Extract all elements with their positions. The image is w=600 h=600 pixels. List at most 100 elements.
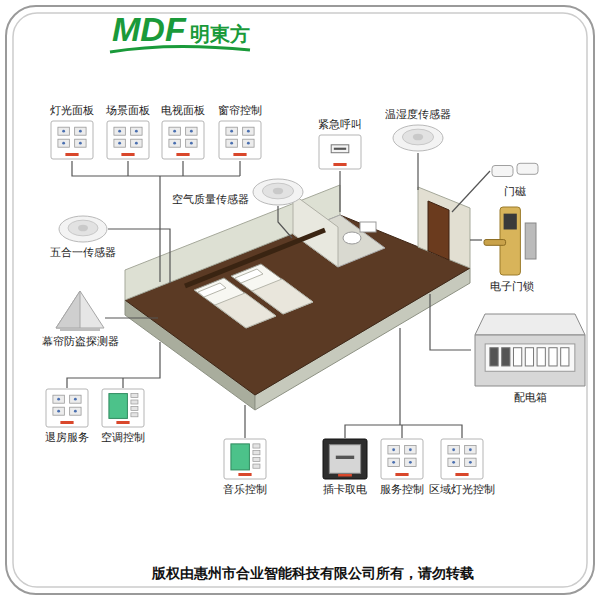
- button-dot: [230, 130, 233, 133]
- panel-frame: [162, 121, 204, 159]
- device-label: 紧急呼叫: [318, 118, 362, 131]
- button-dot: [247, 142, 250, 145]
- wire: [67, 342, 160, 388]
- panel-frame: [319, 135, 361, 169]
- call-mark: [334, 148, 346, 150]
- button-dot: [62, 130, 65, 133]
- side-button: [253, 457, 260, 461]
- sensor-icon: [58, 215, 108, 243]
- panel-button: [243, 127, 254, 135]
- device-label: 退房服务: [45, 431, 89, 444]
- sensor-rim: [402, 129, 433, 145]
- tri-icon: [55, 290, 105, 332]
- panel-frame: [381, 439, 423, 479]
- call-button: [331, 145, 349, 153]
- device-node: 门磁: [490, 160, 540, 198]
- device-node: 窗帘控制: [218, 104, 262, 160]
- device-node: 空气质量传感器: [172, 178, 304, 206]
- sensor-rim: [68, 220, 98, 236]
- panel-button: [131, 139, 142, 147]
- button-dot: [62, 142, 65, 145]
- card-reader: [504, 214, 517, 230]
- panel-icon: [380, 438, 424, 480]
- wire: [105, 317, 158, 318]
- card-slot: [336, 456, 354, 459]
- lcd-icon: [101, 388, 145, 428]
- button-dot: [452, 448, 455, 451]
- panel-button: [243, 139, 254, 147]
- side-button: [253, 451, 260, 455]
- button-dot: [190, 142, 193, 145]
- button-dot: [469, 461, 472, 464]
- device-node: 紧急呼叫: [318, 118, 362, 170]
- panel-frame: [51, 121, 93, 159]
- panel-icon: [50, 120, 94, 160]
- logo-text: MDF: [112, 12, 186, 46]
- side-button: [253, 444, 260, 448]
- device-node: 配电箱: [471, 312, 589, 404]
- device-label: 五合一传感器: [50, 246, 116, 259]
- panel-button: [70, 395, 81, 403]
- card-frame: [323, 439, 367, 479]
- door-wall: [418, 187, 470, 268]
- panel-frame: [102, 389, 144, 427]
- indicator-bar: [395, 473, 408, 476]
- sensor-eye: [78, 225, 88, 232]
- device-node: 区域灯光控制: [429, 438, 495, 496]
- panel-frame: [46, 389, 88, 427]
- detector-body: [56, 291, 104, 328]
- breaker-rail: [485, 344, 575, 371]
- device-node: 五合一传感器: [50, 215, 116, 259]
- breaker: [561, 348, 569, 366]
- box-lid: [475, 314, 585, 335]
- panel-button: [58, 127, 69, 135]
- wire: [430, 294, 471, 350]
- wire: [182, 161, 183, 176]
- button-dot: [409, 448, 412, 451]
- side-button: [253, 464, 260, 468]
- panel-button: [131, 127, 142, 135]
- panel-button: [186, 139, 197, 147]
- device-label: 配电箱: [514, 391, 547, 404]
- breaker: [537, 348, 545, 366]
- panel-icon: [440, 438, 484, 480]
- wire: [72, 161, 240, 176]
- panel-button: [405, 446, 416, 454]
- panel-button: [465, 446, 476, 454]
- detector-base: [60, 328, 100, 331]
- wire: [244, 405, 245, 438]
- device-node: 音乐控制: [223, 438, 267, 496]
- logo-text: 明東方: [190, 24, 250, 44]
- wire: [401, 425, 402, 438]
- button-dot: [452, 461, 455, 464]
- sensor-body: [59, 216, 107, 242]
- sink: [360, 222, 376, 232]
- device-node: 空调控制: [101, 388, 145, 444]
- sensor-eye: [273, 188, 283, 195]
- button-dot: [74, 410, 77, 413]
- panel-button: [448, 446, 459, 454]
- logo-swoosh: [110, 46, 250, 52]
- panel-button: [448, 458, 459, 466]
- device-label: 区域灯光控制: [429, 483, 495, 496]
- back-wall: [125, 185, 340, 300]
- panel-button: [169, 127, 180, 135]
- panel-button: [388, 458, 399, 466]
- device-node: 场景面板: [106, 104, 150, 160]
- lcd-screen: [109, 394, 127, 419]
- sensor-icon: [392, 124, 444, 152]
- panel-frame: [224, 439, 266, 479]
- indicator-bar: [338, 474, 352, 477]
- button-dot: [247, 130, 250, 133]
- sensor-body: [253, 179, 303, 205]
- panel-button: [53, 407, 64, 415]
- device-node: 温湿度传感器: [385, 108, 451, 152]
- panel-icon: [218, 120, 262, 160]
- panel-button: [70, 407, 81, 415]
- lock-handle: [484, 240, 506, 246]
- breaker: [525, 348, 533, 366]
- sensor-rim: [262, 183, 293, 199]
- panel-icon: [106, 120, 150, 160]
- call-icon: [318, 134, 362, 170]
